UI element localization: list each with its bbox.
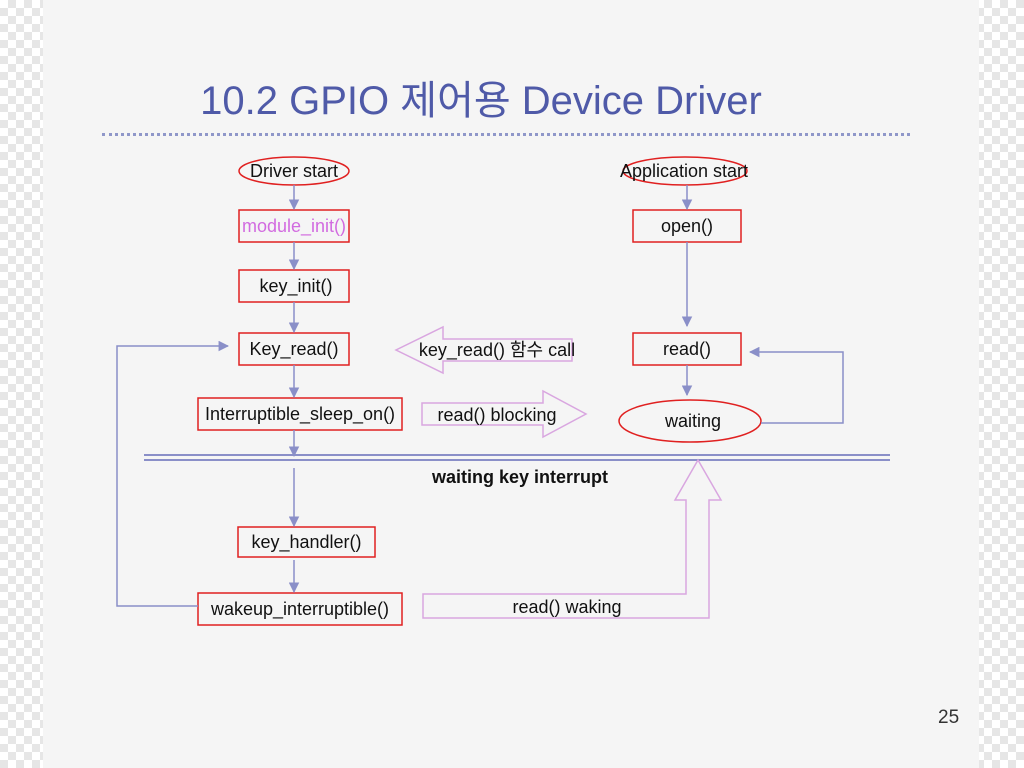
application-start-oval	[622, 156, 748, 186]
slide	[43, 0, 979, 768]
page-number: 25	[938, 707, 960, 728]
waking-block-arrow	[422, 458, 723, 619]
title-divider	[102, 133, 910, 136]
divider-label: waiting key interrupt	[431, 467, 609, 487]
key-handler-label: key_handler()	[251, 532, 362, 552]
application-start-label: Application start	[619, 161, 749, 181]
call-arrow-label: key_read() 함수 call	[418, 340, 576, 360]
slide-title: 10.2 GPIO 제어용 Device Driver	[200, 79, 762, 123]
driver-start-label: Driver start	[249, 161, 338, 181]
key-handler-box	[237, 526, 376, 558]
key-read-label: Key_read()	[249, 339, 339, 359]
loop-wakeup-to-key-read	[116, 340, 230, 607]
key-init-label: key_init()	[259, 276, 333, 296]
open-label: open()	[660, 216, 714, 236]
read-label: read()	[662, 339, 711, 359]
call-block-arrow	[394, 325, 573, 375]
loop-waiting-to-read	[748, 346, 844, 424]
blocking-arrow-label: read() blocking	[437, 405, 557, 425]
sleep-on-box	[197, 397, 403, 431]
wakeup-label: wakeup_interruptible()	[210, 599, 390, 619]
wakeup-box	[197, 592, 403, 626]
waiting-label: waiting	[664, 411, 722, 431]
waking-arrow-label: read() waking	[512, 597, 622, 617]
waiting-oval	[618, 399, 762, 443]
blocking-block-arrow	[421, 389, 588, 439]
module-init-label: module_init()	[241, 216, 347, 236]
sleep-on-label: Interruptible_sleep_on()	[204, 404, 396, 424]
